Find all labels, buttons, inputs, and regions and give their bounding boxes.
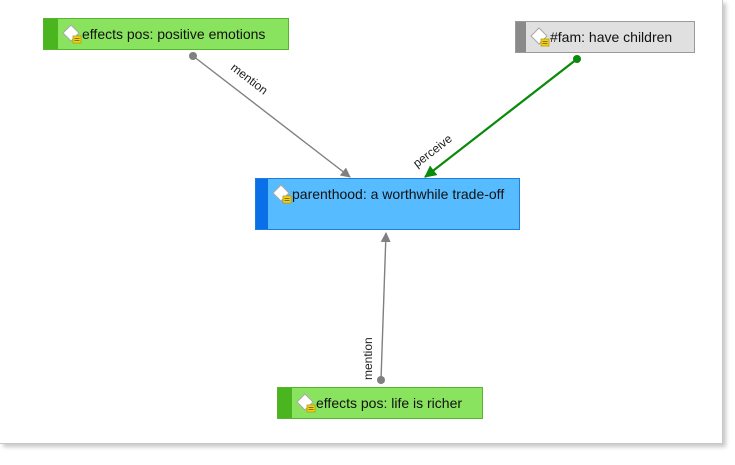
node-label: parenthood: a worthwhile trade-off	[292, 186, 505, 202]
code-memo-icon	[62, 24, 82, 44]
network-canvas[interactable]: mention perceive mention effects pos: po…	[0, 0, 723, 444]
code-memo-icon	[530, 27, 550, 47]
edge-perceive-label: perceive	[410, 131, 455, 170]
node-color-bar	[256, 179, 268, 229]
node-positive-emotions[interactable]: effects pos: positive emotions	[43, 18, 289, 50]
edge-mention-top[interactable]: mention	[189, 52, 351, 178]
node-label: effects pos: life is richer	[316, 395, 463, 411]
node-label: #fam: have children	[550, 29, 673, 45]
edge-perceive[interactable]: perceive	[410, 55, 581, 178]
node-color-bar	[44, 19, 58, 49]
edge-mention-bottom-label: mention	[361, 337, 375, 380]
node-label: effects pos: positive emotions	[82, 26, 266, 42]
node-color-bar	[516, 22, 526, 52]
edges-layer: mention perceive mention	[189, 52, 581, 384]
edge-mention-top-label: mention	[228, 60, 270, 97]
node-have-children[interactable]: #fam: have children	[515, 21, 695, 53]
code-memo-icon	[272, 184, 292, 204]
node-parenthood[interactable]: parenthood: a worthwhile trade-off	[255, 178, 520, 230]
node-life-richer[interactable]: effects pos: life is richer	[277, 387, 483, 419]
node-color-bar	[278, 388, 292, 418]
code-memo-icon	[296, 393, 316, 413]
edge-mention-bottom[interactable]: mention	[361, 232, 391, 384]
